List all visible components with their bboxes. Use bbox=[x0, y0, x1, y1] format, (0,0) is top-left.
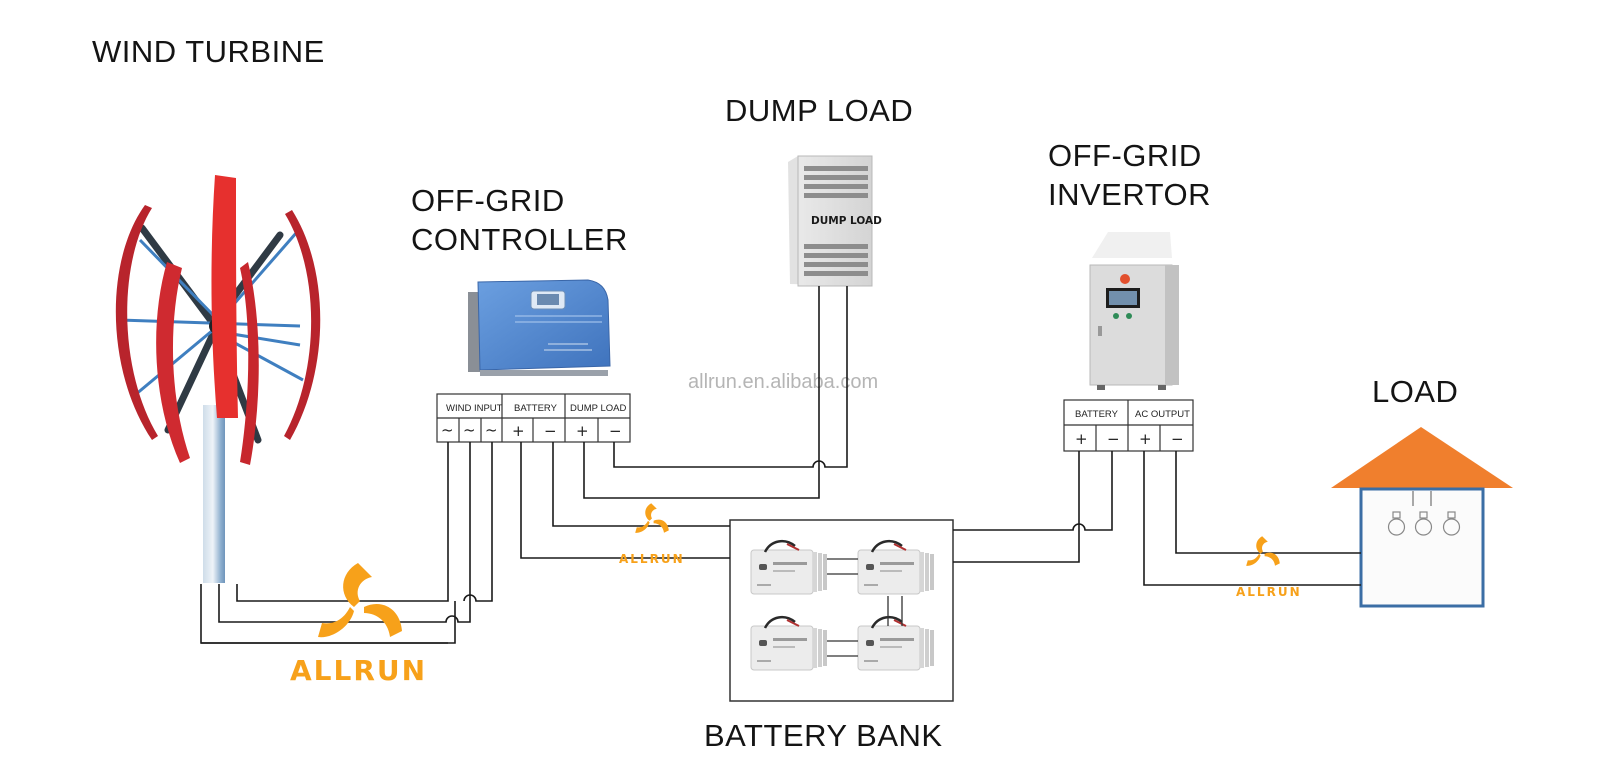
inverter-battery-positive: + bbox=[1075, 430, 1088, 448]
terminal-wind-ac-1: ~ bbox=[441, 421, 454, 439]
battery-unit bbox=[749, 539, 829, 596]
controller-title-line-2: CONTROLLER bbox=[411, 221, 628, 257]
dump-load-box-label: DUMP LOAD bbox=[811, 215, 882, 227]
light-bulb-icon bbox=[1414, 511, 1433, 536]
house-roof bbox=[1331, 427, 1513, 488]
invertor-title-line-2: INVERTOR bbox=[1048, 176, 1212, 212]
terminal-dump-negative: − bbox=[609, 422, 622, 440]
allrun-brand-text: ALLRUN bbox=[619, 552, 685, 566]
allrun-fan-icon bbox=[318, 563, 402, 638]
load-title: LOAD bbox=[1372, 374, 1459, 409]
watermark-text: allrun.en.alibaba.com bbox=[688, 371, 879, 393]
light-bulb-icon bbox=[1387, 511, 1406, 536]
light-bulb-icon bbox=[1442, 511, 1461, 536]
inverter-ac-negative: − bbox=[1171, 430, 1184, 448]
controller-title-line-1: OFF-GRID bbox=[411, 183, 565, 218]
wind-turbine-title: WIND TURBINE bbox=[92, 34, 325, 69]
wind-turbine bbox=[115, 175, 321, 583]
terminal-dump-positive: + bbox=[576, 422, 589, 440]
turbine-blade bbox=[115, 205, 158, 440]
turbine-blade bbox=[211, 175, 238, 418]
terminal-label-dump-load: DUMP LOAD bbox=[570, 403, 626, 414]
off-grid-invertor-title: OFF-GRID INVERTOR bbox=[1048, 137, 1211, 215]
battery-unit bbox=[749, 615, 829, 672]
terminal-label-battery: BATTERY bbox=[514, 403, 558, 414]
off-grid-inverter-device bbox=[1089, 232, 1179, 390]
terminal-label-wind-input: WIND INPUT bbox=[446, 403, 503, 414]
allrun-logo-small: ALLRUN bbox=[619, 503, 685, 566]
inverter-terminal-block bbox=[1063, 399, 1194, 452]
dump-load-title: DUMP LOAD bbox=[725, 93, 914, 128]
turbine-blade bbox=[156, 262, 190, 463]
turbine-pole bbox=[203, 405, 225, 583]
off-grid-controller-title: OFF-GRID CONTROLLER bbox=[411, 182, 628, 260]
invertor-title-line-1: OFF-GRID bbox=[1048, 138, 1202, 173]
battery-interconnects bbox=[827, 558, 903, 657]
inverter-battery-negative: − bbox=[1107, 430, 1120, 448]
allrun-brand-text: ALLRUN bbox=[1236, 585, 1302, 599]
allrun-fan-icon bbox=[1246, 536, 1280, 566]
turbine-blade bbox=[240, 262, 259, 465]
inverter-label-ac-output: AC OUTPUT bbox=[1135, 409, 1190, 420]
allrun-logo-small: ALLRUN bbox=[1236, 536, 1302, 599]
allrun-fan-icon bbox=[635, 503, 669, 533]
terminal-battery-negative: − bbox=[544, 422, 557, 440]
battery-bank-title: BATTERY BANK bbox=[704, 718, 943, 753]
terminal-battery-positive: + bbox=[512, 422, 525, 440]
dump-load-device: DUMP LOAD bbox=[788, 155, 882, 287]
battery-bank-frame bbox=[729, 519, 954, 702]
battery-unit bbox=[856, 539, 936, 596]
inverter-label-battery: BATTERY bbox=[1075, 409, 1119, 420]
inverter-ac-positive: + bbox=[1139, 430, 1152, 448]
load-house bbox=[1331, 427, 1513, 608]
house-wall bbox=[1359, 487, 1485, 608]
battery-bank-units bbox=[749, 539, 936, 672]
battery-unit bbox=[856, 615, 936, 672]
allrun-brand-text: ALLRUN bbox=[290, 654, 427, 687]
terminal-wind-ac-3: ~ bbox=[485, 421, 498, 439]
terminal-wind-ac-2: ~ bbox=[463, 421, 476, 439]
turbine-blade bbox=[284, 210, 321, 440]
off-grid-controller-device bbox=[468, 279, 611, 376]
wiring bbox=[200, 286, 1361, 644]
allrun-logo-large: ALLRUN bbox=[290, 563, 427, 687]
controller-terminal-block bbox=[436, 393, 631, 443]
